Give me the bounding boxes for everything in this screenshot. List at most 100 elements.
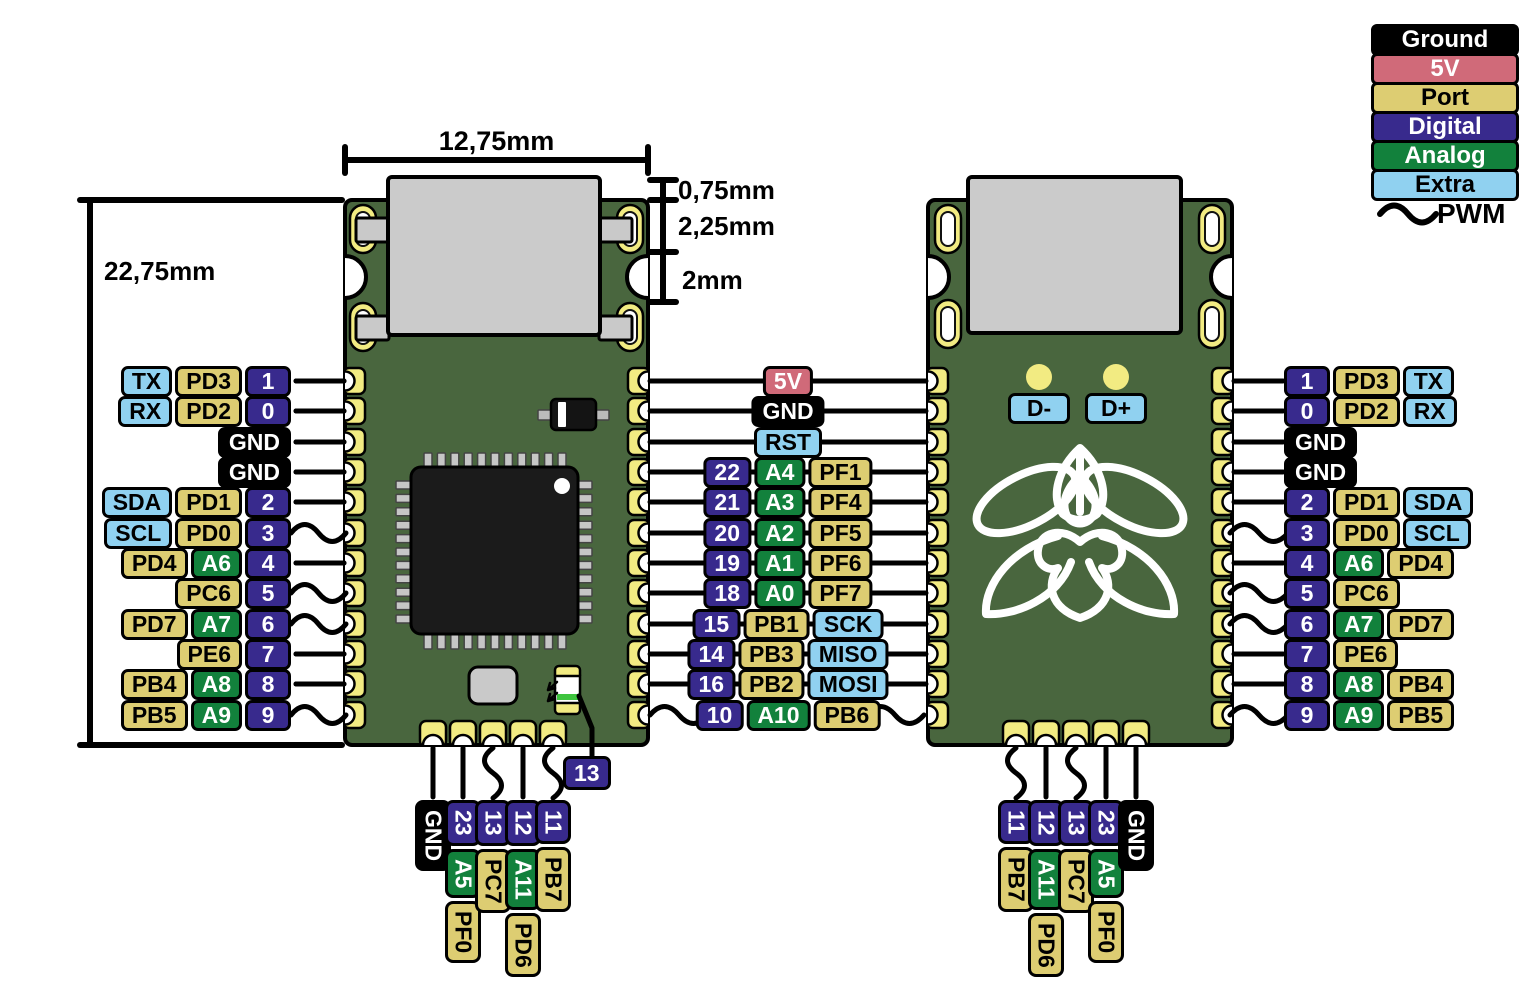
- dimension-usb-mid-label: 2,25mm: [678, 211, 775, 241]
- pin-chip-pd2: PD2: [175, 395, 242, 427]
- pin-chip-3: 3: [1284, 517, 1330, 549]
- right-board: [926, 175, 1234, 747]
- pin-chip-pd7: PD7: [1387, 608, 1455, 640]
- pin-chip-gnd: GND: [1284, 426, 1358, 458]
- pin-row-left-4: GND: [217, 456, 291, 488]
- pin-chip-pe6: PE6: [176, 638, 242, 670]
- pin-chip-20: 20: [703, 517, 751, 549]
- pin-chip-pb5: PB5: [1387, 699, 1455, 731]
- pin-chip-gnd: GND: [1284, 456, 1358, 488]
- pin-chip-pb5: PB5: [120, 699, 188, 731]
- pin-chip-pd1: PD1: [175, 486, 242, 518]
- pin-chip-a10: A10: [746, 699, 811, 731]
- pin-chip-pd3: PD3: [1333, 365, 1400, 397]
- pin-row-middle-2: GND: [751, 395, 825, 427]
- pin-chip-scl: SCL: [104, 517, 173, 549]
- pin-chip-pe6: PE6: [1333, 638, 1399, 670]
- pin-chip-pb4: PB4: [1387, 668, 1455, 700]
- led-pin-label: 13: [563, 756, 611, 790]
- pin-chip-scl: SCL: [1402, 517, 1471, 549]
- pin-chip-pd7: PD7: [120, 608, 188, 640]
- pin-chip-a0: A0: [754, 577, 806, 609]
- pin-chip-tx: TX: [1402, 365, 1455, 397]
- pin-chip-22: 22: [703, 456, 751, 488]
- pin-chip-5: 5: [245, 577, 291, 609]
- pin-chip-0: 0: [245, 395, 291, 427]
- pin-chip-a6: A6: [190, 547, 242, 579]
- left-board: [343, 175, 650, 760]
- pin-chip-19: 19: [703, 547, 751, 579]
- pin-chip-pd6: PD6: [1028, 912, 1064, 978]
- pin-chip-2: 2: [1284, 486, 1330, 518]
- pin-chip-pd4: PD4: [120, 547, 188, 579]
- pin-chip-18: 18: [703, 577, 751, 609]
- pin-chip-pf0: PF0: [445, 901, 481, 964]
- pin-chip-pc6: PC6: [175, 577, 242, 609]
- pin-chip-0: 0: [1284, 395, 1330, 427]
- pin-chip-a7: A7: [190, 608, 242, 640]
- pin-chip-sda: SDA: [1402, 486, 1474, 518]
- usb-dplus-label: D+: [1085, 393, 1147, 424]
- pin-chip-pd1: PD1: [1333, 486, 1400, 518]
- legend-pwm-label: PWM: [1437, 198, 1506, 229]
- pin-chip-3: 3: [245, 517, 291, 549]
- legend-item-digital: Digital: [1371, 111, 1519, 143]
- pin-chip-rx: RX: [1402, 395, 1457, 427]
- pin-chip-1: 1: [1284, 365, 1330, 397]
- pin-chip-pd4: PD4: [1387, 547, 1455, 579]
- pin-chip-8: 8: [245, 668, 291, 700]
- pin-chip-a8: A8: [1333, 668, 1385, 700]
- pin-chip-pb7: PB7: [535, 847, 571, 913]
- pin-chip-a9: A9: [1333, 699, 1385, 731]
- pin-row-right-4: GND: [1284, 456, 1358, 488]
- legend-item-extra: Extra: [1371, 169, 1519, 201]
- pin-chip-pd6: PD6: [505, 912, 541, 978]
- pin-chip-miso: MISO: [807, 638, 889, 670]
- pin-chip-14: 14: [687, 638, 736, 670]
- pin-row-left-3: GND: [217, 426, 291, 458]
- pin-chip-pf7: PF7: [808, 577, 873, 609]
- pin-chip-sda: SDA: [101, 486, 173, 518]
- pin-chip-8: 8: [1284, 668, 1330, 700]
- pin-chip-tx: TX: [120, 365, 173, 397]
- pin-chip-2: 2: [245, 486, 291, 518]
- pin-chip-15: 15: [692, 608, 741, 640]
- dimension-lines: [77, 144, 679, 748]
- pin-chip-pf4: PF4: [808, 486, 873, 518]
- pin-chip-10: 10: [695, 699, 744, 731]
- legend-item-analog: Analog: [1371, 140, 1519, 172]
- pin-chip-gnd: GND: [1118, 800, 1154, 872]
- pin-chip-sck: SCK: [812, 608, 884, 640]
- pin-chip-gnd: GND: [217, 426, 291, 458]
- pin-chip-a4: A4: [754, 456, 806, 488]
- legend-item-5v: 5V: [1371, 53, 1519, 85]
- pin-chip-7: 7: [1284, 638, 1330, 670]
- pin-chip-pd2: PD2: [1333, 395, 1400, 427]
- pin-chip-pf1: PF1: [808, 456, 873, 488]
- pin-chip-7: 7: [245, 638, 291, 670]
- pin-chip-pb4: PB4: [120, 668, 188, 700]
- pin-chip-9: 9: [1284, 699, 1330, 731]
- legend-item-ground: Ground: [1371, 24, 1519, 56]
